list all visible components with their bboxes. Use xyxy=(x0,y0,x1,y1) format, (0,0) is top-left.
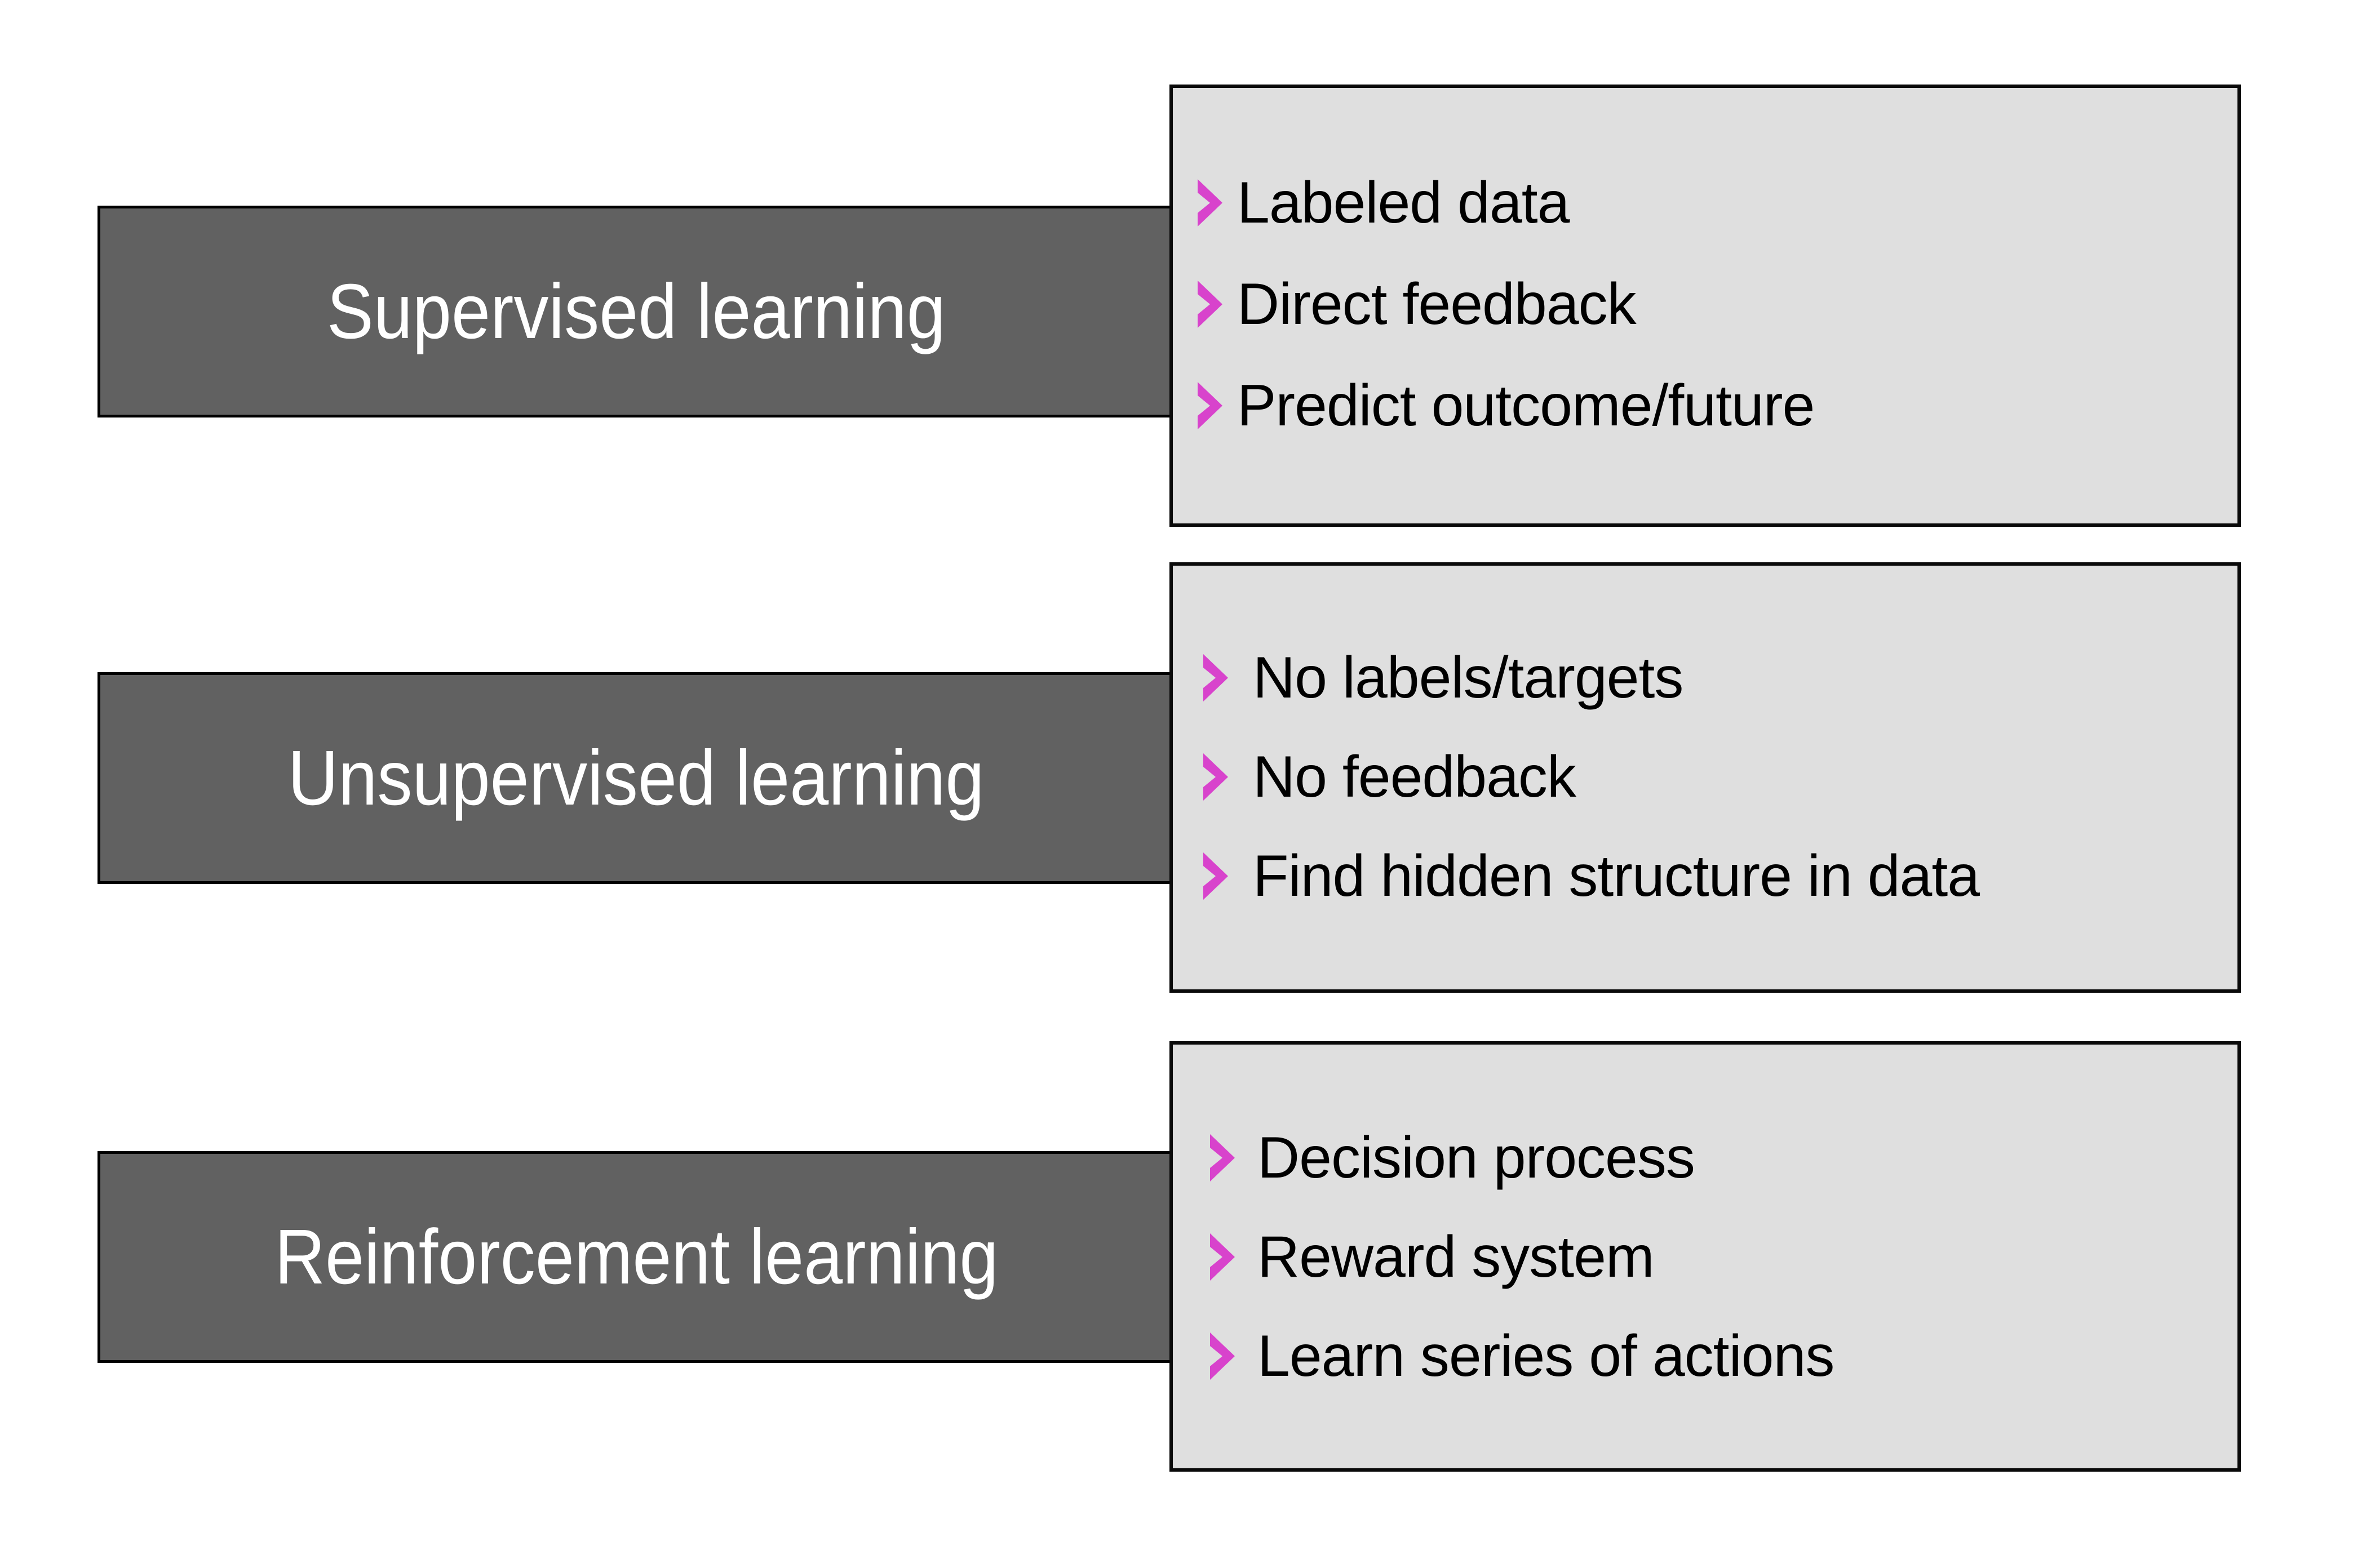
chevron-right-icon xyxy=(1203,654,1228,701)
list-item: Labeled data xyxy=(1194,174,2259,232)
list-item: Direct feedback xyxy=(1194,275,2259,334)
category-title: Supervised learning xyxy=(327,268,946,355)
detail-panel-supervised-learning: Labeled data Direct feedback Predict out… xyxy=(1169,85,2241,527)
bullet-list: No labels/targets No feedback Find hidde… xyxy=(1173,648,2264,905)
list-item: Reward system xyxy=(1207,1228,2271,1286)
bullet-list: Labeled data Direct feedback Predict out… xyxy=(1173,174,2259,435)
category-title: Reinforcement learning xyxy=(274,1214,999,1300)
chevron-right-icon xyxy=(1203,753,1228,801)
chevron-right-icon xyxy=(1203,852,1228,900)
list-item: Decision process xyxy=(1207,1129,2271,1187)
list-item-label: No labels/targets xyxy=(1253,645,1683,710)
list-item-label: Decision process xyxy=(1257,1125,1695,1191)
chevron-right-icon xyxy=(1210,1332,1235,1380)
list-item-label: No feedback xyxy=(1253,744,1576,810)
category-bar-supervised-learning: Supervised learning xyxy=(98,206,1175,417)
list-item-label: Find hidden structure in data xyxy=(1253,843,1980,909)
chevron-right-icon xyxy=(1210,1134,1235,1181)
list-item: No labels/targets xyxy=(1200,648,2264,707)
category-bar-unsupervised-learning: Unsupervised learning xyxy=(98,672,1175,884)
detail-panel-unsupervised-learning: No labels/targets No feedback Find hidde… xyxy=(1169,562,2241,993)
list-item: Predict outcome/future xyxy=(1194,376,2259,435)
list-item: Find hidden structure in data xyxy=(1200,847,2264,905)
detail-panel-reinforcement-learning: Decision process Reward system Learn ser… xyxy=(1169,1041,2241,1472)
chevron-right-icon xyxy=(1198,179,1222,226)
list-item: Learn series of actions xyxy=(1207,1327,2271,1385)
list-item-label: Direct feedback xyxy=(1237,271,1637,337)
list-item-label: Learn series of actions xyxy=(1257,1323,1834,1389)
bullet-list: Decision process Reward system Learn ser… xyxy=(1173,1129,2271,1385)
category-bar-reinforcement-learning: Reinforcement learning xyxy=(98,1151,1175,1363)
list-item-label: Reward system xyxy=(1257,1224,1655,1290)
list-item-label: Predict outcome/future xyxy=(1237,372,1815,438)
chevron-right-icon xyxy=(1210,1233,1235,1281)
list-item-label: Labeled data xyxy=(1237,170,1570,236)
category-title: Unsupervised learning xyxy=(288,735,985,821)
chevron-right-icon xyxy=(1198,280,1222,328)
chevron-right-icon xyxy=(1198,381,1222,429)
list-item: No feedback xyxy=(1200,748,2264,806)
